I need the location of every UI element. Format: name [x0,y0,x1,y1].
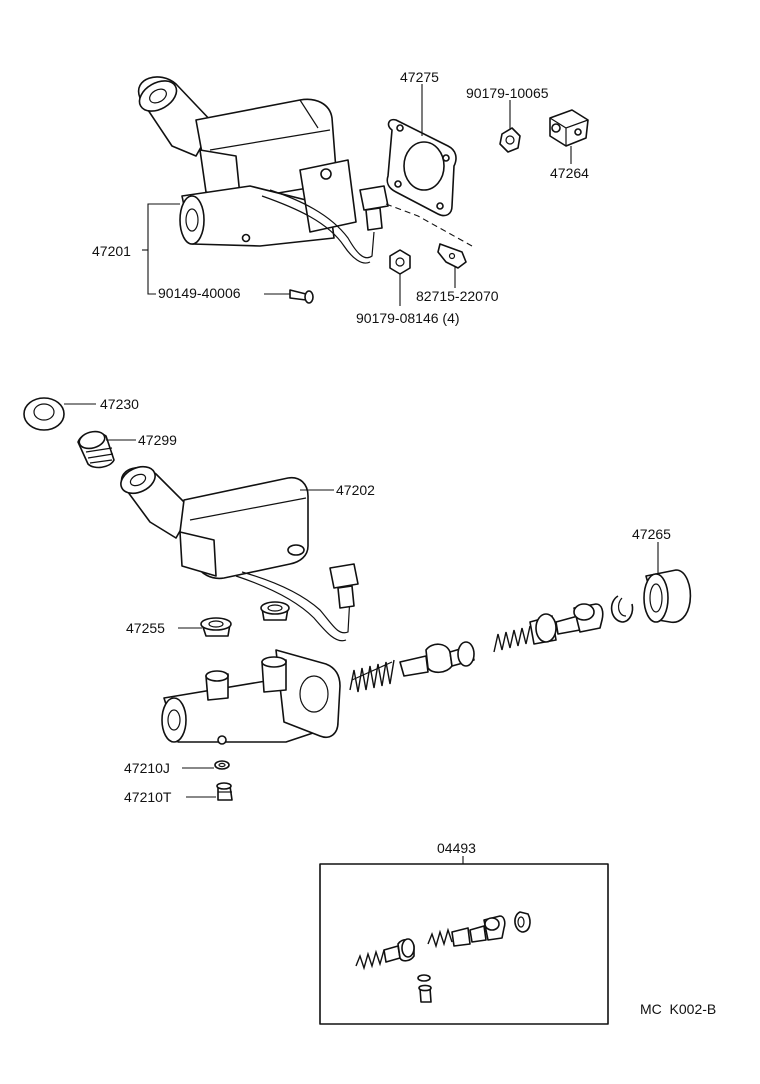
screw-90149-40006-drawing [289,289,314,304]
label-90179-10065: 90179-10065 [466,85,549,101]
top-leader-lines [142,84,572,306]
grommet-47255-drawing [178,601,290,637]
reservoir-47202-drawing [120,465,359,642]
strainer-47299-drawing [77,430,136,469]
label-47299: 47299 [138,432,177,448]
kit-04493-box [319,856,609,1025]
label-47201: 47201 [92,243,131,259]
cylinder-body-drawing [161,649,341,745]
washer-bolt-drawing [182,760,233,801]
label-47264: 47264 [550,165,589,181]
primary-piston-drawing [493,603,604,653]
bracket-47264-drawing [549,109,589,147]
label-82715-22070: 82715-22070 [416,288,499,304]
snap-ring-drawing [610,595,634,623]
diagram-code: MC K002-B [640,1001,716,1017]
secondary-piston-drawing [399,641,475,677]
label-90179-08146: 90179-08146 (4) [356,310,460,326]
label-47230: 47230 [100,396,139,412]
boot-47265-drawing [643,542,692,624]
label-90149-40006: 90149-40006 [158,285,241,301]
nut-90179-10065-drawing [499,127,521,153]
gasket-47275-drawing [386,118,457,217]
spring-drawing [349,659,395,693]
cap-47230-drawing [23,397,96,431]
label-47210J: 47210J [124,760,170,776]
label-47275: 47275 [400,69,439,85]
label-47265: 47265 [632,526,671,542]
nut-90179-08146-drawing [389,249,411,275]
master-cylinder-assembly-drawing [137,76,473,264]
label-47210T: 47210T [124,789,172,805]
clip-82715-22070-drawing [437,243,467,269]
label-47202: 47202 [336,482,375,498]
label-04493: 04493 [437,840,476,856]
label-47255: 47255 [126,620,165,636]
